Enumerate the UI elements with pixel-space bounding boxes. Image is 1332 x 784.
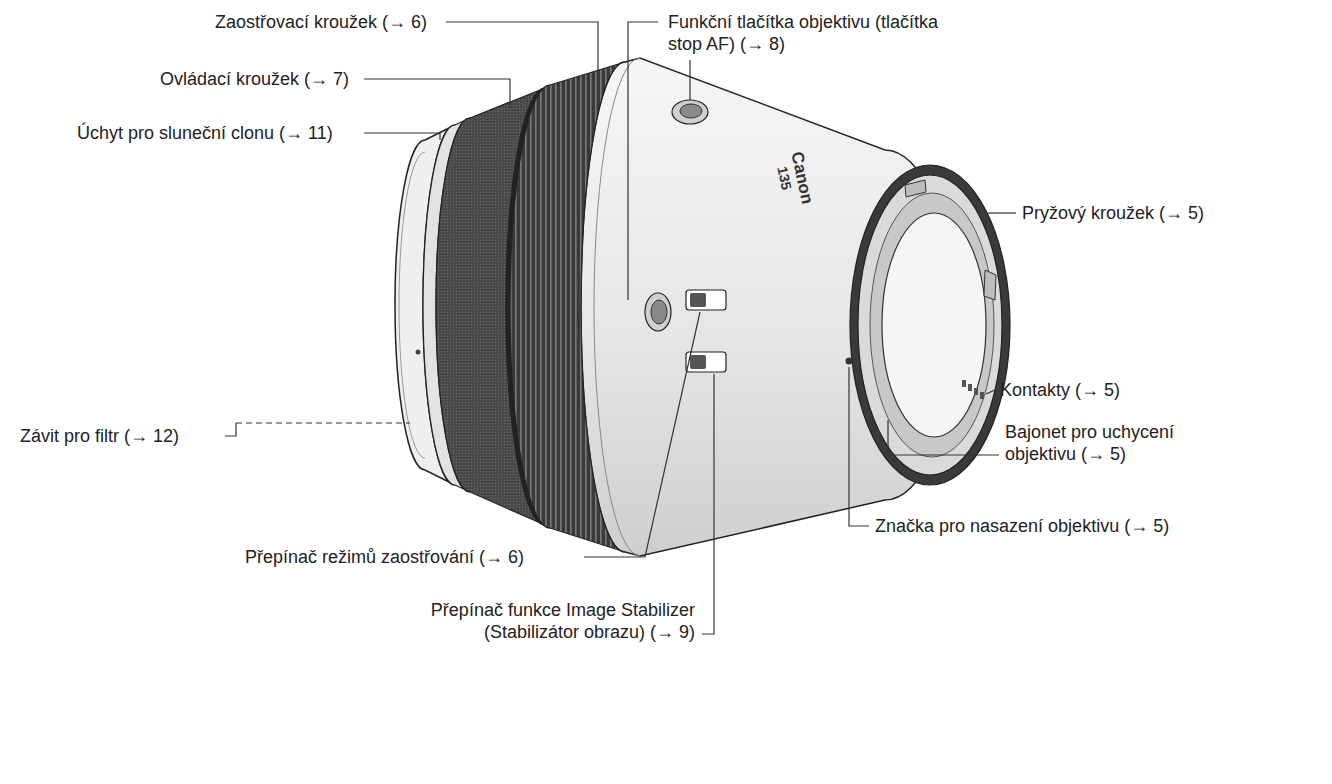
switch-slider	[690, 293, 706, 307]
leader-lines	[225, 22, 1016, 634]
focus-ring	[510, 62, 625, 552]
contacts	[962, 380, 984, 399]
part-label: Závit pro filtr (→ 12)	[20, 425, 179, 447]
switch-slider	[690, 355, 706, 369]
part-label: Přepínač režimů zaostřování (→ 6)	[245, 546, 524, 568]
part-label: Značka pro nasazení objektivu (→ 5)	[875, 515, 1169, 537]
mount-inner	[870, 193, 994, 457]
function-button-top	[651, 300, 667, 324]
function-button	[645, 293, 671, 331]
rear-glass	[882, 213, 986, 437]
body-ridge	[594, 58, 640, 556]
part-label: Kontakty (→ 5)	[1000, 379, 1120, 401]
mount-tab	[984, 270, 996, 300]
part-label: Pryžový kroužek (→ 5)	[1022, 202, 1204, 224]
part-label: Úchyt pro sluneční clonu (→ 11)	[77, 122, 333, 144]
lens-mount	[858, 175, 1002, 475]
mount-tab	[905, 180, 926, 197]
part-label: Funkční tlačítka objektivu (tlačítka sto…	[668, 11, 948, 55]
mount-index	[846, 358, 853, 365]
part-label: Přepínač funkce Image Stabilizer (Stabil…	[365, 599, 695, 643]
function-button	[672, 100, 708, 124]
part-label: Ovládací kroužek (→ 7)	[160, 68, 349, 90]
is-switch	[686, 352, 726, 372]
filter-thread-edge	[399, 152, 425, 458]
part-label: Bajonet pro uchycení objektivu (→ 5)	[1005, 421, 1215, 465]
focus-mode-switch	[686, 290, 726, 310]
part-label: Zaostřovací kroužek (→ 6)	[215, 11, 427, 33]
rubber-ring	[850, 165, 1010, 485]
hood-dot	[416, 350, 421, 355]
function-button-top	[680, 104, 702, 118]
